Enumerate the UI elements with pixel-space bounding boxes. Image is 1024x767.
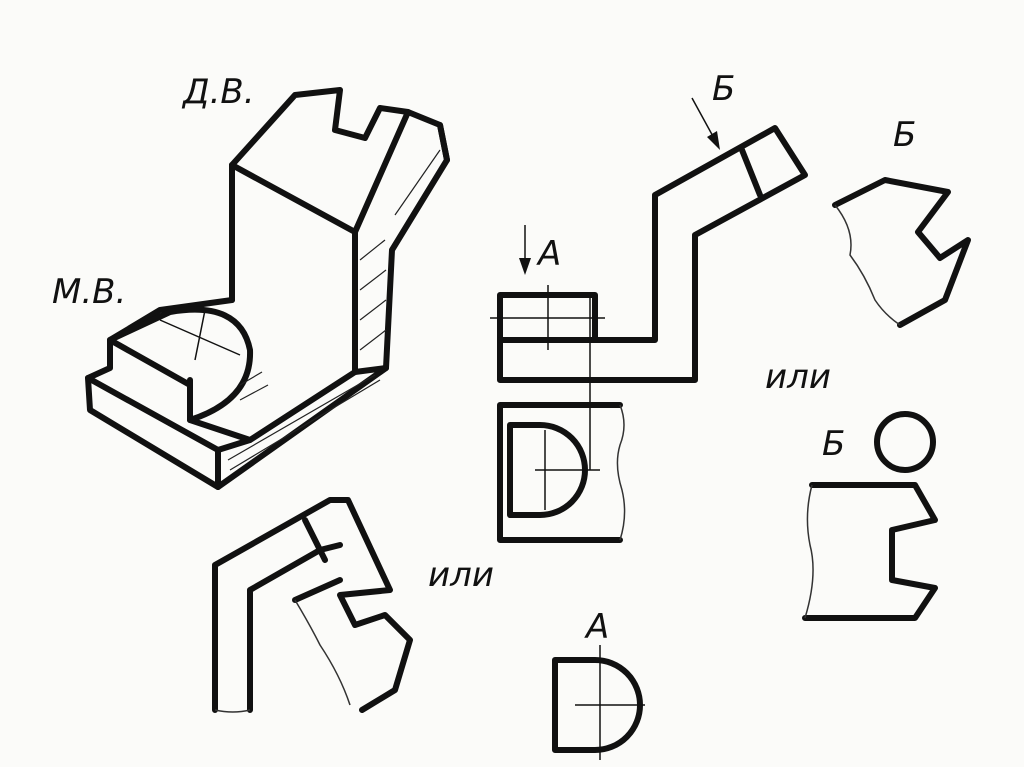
arrow-b [691,97,716,141]
label-local-view: М.В. [52,272,127,312]
label-or-bottom: или [428,555,494,595]
view-a-result [552,645,645,760]
isometric-part [85,87,450,490]
label-view-a-arrow: А [538,234,562,274]
label-view-b-arrow: Б [712,69,736,109]
shading-hatch [227,149,441,471]
label-or-right: или [765,357,831,397]
label-view-b-section: Б [893,115,917,155]
front-view [490,97,808,470]
label-view-a-result: А [586,607,610,647]
top-view [497,402,626,543]
label-view-b-circle: Б [822,424,846,464]
bottom-left-arm [212,497,413,713]
view-b-local [802,411,938,621]
view-b-section [832,177,971,328]
label-main-view: Д.В. [183,72,255,112]
